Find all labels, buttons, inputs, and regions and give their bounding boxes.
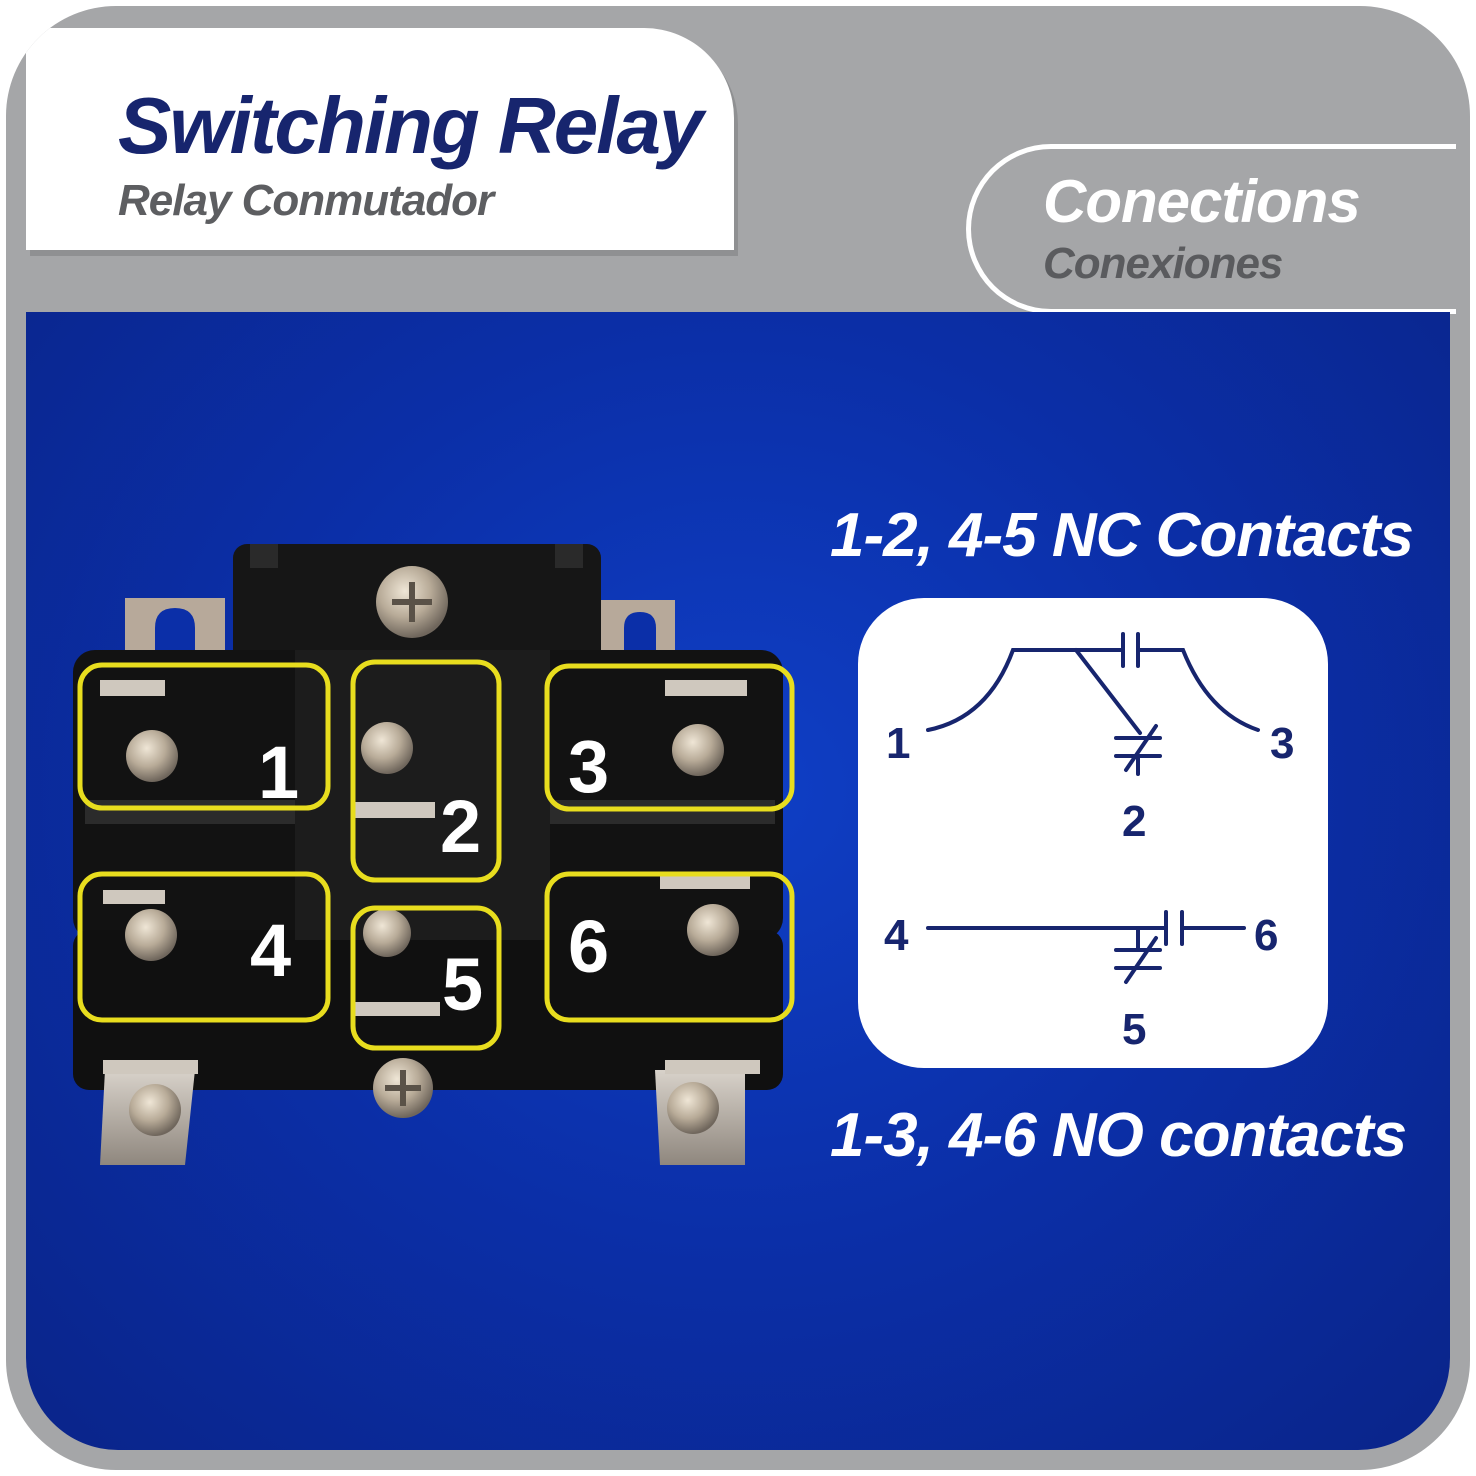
screw-lower-left xyxy=(129,1084,181,1136)
screw-3 xyxy=(672,724,724,776)
connections-tab: Conections Conexiones xyxy=(966,144,1456,314)
upper-left-wire xyxy=(926,648,1125,732)
highlight-terminal-2 xyxy=(350,659,502,883)
schematic-label-3: 3 xyxy=(1270,719,1294,768)
quick-connect-tabs xyxy=(100,680,760,1074)
screw-4 xyxy=(125,909,177,961)
terminal-label-1: 1 xyxy=(258,731,299,814)
screw-lower-right xyxy=(667,1082,719,1134)
title-tab: Switching Relay Relay Conmutador xyxy=(26,28,734,250)
terminal-label-3: 3 xyxy=(568,725,609,808)
terminal-label-4: 4 xyxy=(250,909,291,992)
highlight-terminal-1 xyxy=(77,662,331,811)
connections-subtitle: Conexiones xyxy=(1043,239,1283,288)
schematic-card: 1 2 3 4 5 6 xyxy=(858,598,1328,1068)
nc-contacts-caption: 1-2, 4-5 NC Contacts xyxy=(830,501,1414,570)
schematic-label-1: 1 xyxy=(886,719,910,768)
contact-schematic: 1 2 3 4 5 6 xyxy=(884,632,1294,1054)
upper-blade xyxy=(1074,648,1142,735)
connections-title: Conections xyxy=(1043,168,1361,235)
schematic-label-6: 6 xyxy=(1254,911,1278,960)
schematic-label-2: 2 xyxy=(1122,797,1146,846)
page-subtitle: Relay Conmutador xyxy=(118,176,494,225)
highlight-terminal-3 xyxy=(544,663,795,812)
top-screw xyxy=(376,566,448,638)
screw-6 xyxy=(687,904,739,956)
highlight-terminal-5 xyxy=(350,905,502,1051)
terminal-screws xyxy=(125,722,739,1136)
relay-photo: 1 2 3 4 5 6 xyxy=(73,544,795,1165)
bottom-screw xyxy=(373,1058,433,1118)
highlight-terminal-4 xyxy=(77,871,331,1023)
screw-2 xyxy=(361,722,413,774)
page-title: Switching Relay xyxy=(118,81,703,170)
highlight-terminal-6 xyxy=(544,871,795,1023)
terminal-highlights xyxy=(77,659,795,1051)
lower-nc-slash xyxy=(1124,936,1158,984)
terminal-label-2: 2 xyxy=(440,785,481,868)
no-contacts-caption: 1-3, 4-6 NO contacts xyxy=(830,1101,1407,1170)
terminal-body xyxy=(73,650,783,1090)
upper-right-wire xyxy=(1136,648,1260,732)
screw-5 xyxy=(363,909,411,957)
terminal-label-6: 6 xyxy=(568,905,609,988)
upper-nc-slash xyxy=(1124,724,1158,772)
screw-1 xyxy=(126,730,178,782)
schematic-label-4: 4 xyxy=(884,911,909,960)
schematic-label-5: 5 xyxy=(1122,1005,1146,1054)
terminal-label-5: 5 xyxy=(442,943,483,1026)
